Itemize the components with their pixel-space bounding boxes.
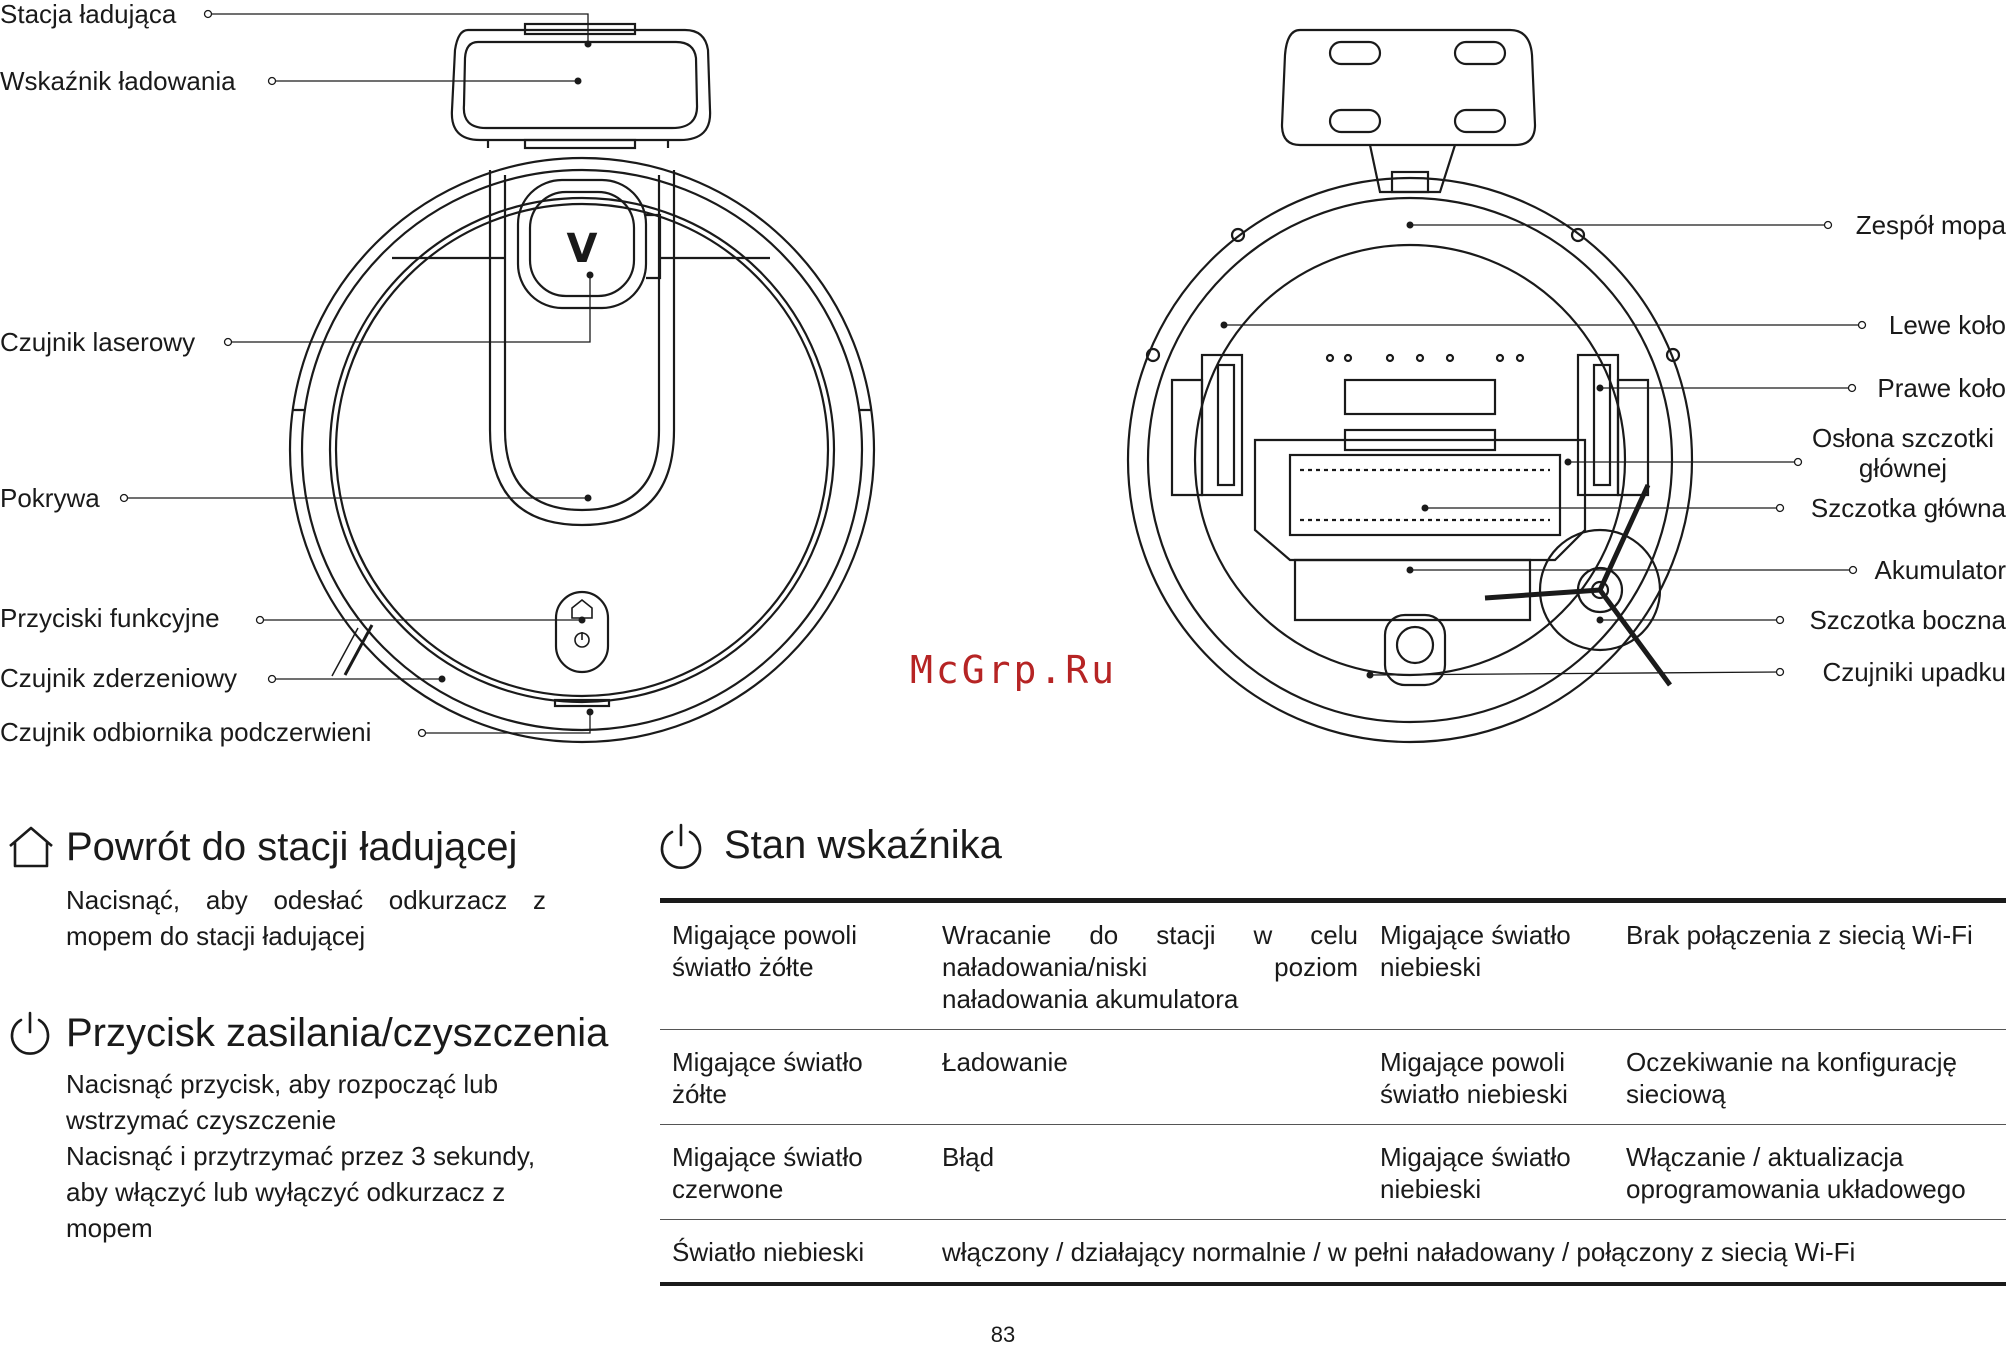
home-section-title: Powrót do stacji ładującej: [66, 824, 517, 870]
label-main-brush-cover: Osłona szczotki głównej: [1800, 423, 2006, 483]
power-section-title: Przycisk zasilania/czyszczenia: [66, 1010, 608, 1056]
label-charging-indicator: Wskaźnik ładowania: [0, 66, 236, 96]
status-light: Migające światło czerwone: [660, 1125, 930, 1220]
table-row: Migające światło żółte Ładowanie Migając…: [660, 1030, 2006, 1125]
power-section-line2: Nacisnąć i przytrzymać przez 3 sekundy, …: [66, 1138, 566, 1246]
status-meaning: Błąd: [930, 1125, 1368, 1220]
status-light: Migające powoli światło żółte: [660, 901, 930, 1030]
power-icon: [6, 1010, 54, 1058]
robot-logo: V: [567, 226, 598, 272]
label-left-wheel: Lewe koło: [1889, 310, 2006, 340]
status-meaning: Brak połączenia z siecią Wi-Fi: [1614, 901, 2006, 1030]
status-meaning: włączony / działający normalnie / w pełn…: [930, 1220, 2006, 1285]
label-cliff-sensors: Czujniki upadku: [1822, 657, 2006, 687]
top-view-robot: [290, 24, 874, 742]
label-side-brush: Szczotka boczna: [1809, 605, 2006, 635]
status-light: Migające światło niebieski: [1368, 901, 1614, 1030]
label-bumper-sensor: Czujnik zderzeniowy: [0, 663, 237, 693]
leader-lines: [121, 11, 1866, 737]
label-laser-sensor: Czujnik laserowy: [0, 327, 195, 357]
label-ir-receiver: Czujnik odbiornika podczerwieni: [0, 717, 371, 747]
watermark: McGrp.Ru: [910, 648, 1117, 692]
status-section-title: Stan wskaźnika: [724, 822, 1002, 868]
status-meaning: Wracanie do stacji w celu naładowania/ni…: [930, 901, 1368, 1030]
status-table: Migające powoli światło żółte Wracanie d…: [660, 898, 2006, 1286]
label-right-wheel: Prawe koło: [1877, 373, 2006, 403]
status-light: Migające powoli światło niebieski: [1368, 1030, 1614, 1125]
label-cover: Pokrywa: [0, 483, 100, 513]
home-section-text: Nacisnąć, aby odesłać odkurzacz z mopem …: [66, 882, 546, 954]
label-mop-assembly: Zespół mopa: [1856, 210, 2006, 240]
table-row: Migające powoli światło żółte Wracanie d…: [660, 901, 2006, 1030]
page-number: 83: [983, 1322, 1023, 1348]
status-light: Światło niebieski: [660, 1220, 930, 1285]
label-battery: Akumulator: [1875, 555, 2006, 585]
power-section-line1: Nacisnąć przycisk, aby rozpocząć lub wst…: [66, 1066, 566, 1138]
status-power-icon: [656, 822, 706, 872]
label-function-buttons: Przyciski funkcyjne: [0, 603, 220, 633]
bottom-view-robot: [1128, 30, 1692, 742]
table-row: Migające światło czerwone Błąd Migające …: [660, 1125, 2006, 1220]
label-charging-station: Stacja ładująca: [0, 0, 176, 29]
status-meaning: Oczekiwanie na konfigurację sieciową: [1614, 1030, 2006, 1125]
status-light: Migające światło niebieski: [1368, 1125, 1614, 1220]
home-icon: [6, 824, 56, 870]
label-main-brush: Szczotka główna: [1811, 493, 2006, 523]
status-meaning: Włączanie / aktualizacja oprogramowania …: [1614, 1125, 2006, 1220]
status-meaning: Ładowanie: [930, 1030, 1368, 1125]
status-light: Migające światło żółte: [660, 1030, 930, 1125]
table-row: Światło niebieski włączony / działający …: [660, 1220, 2006, 1285]
